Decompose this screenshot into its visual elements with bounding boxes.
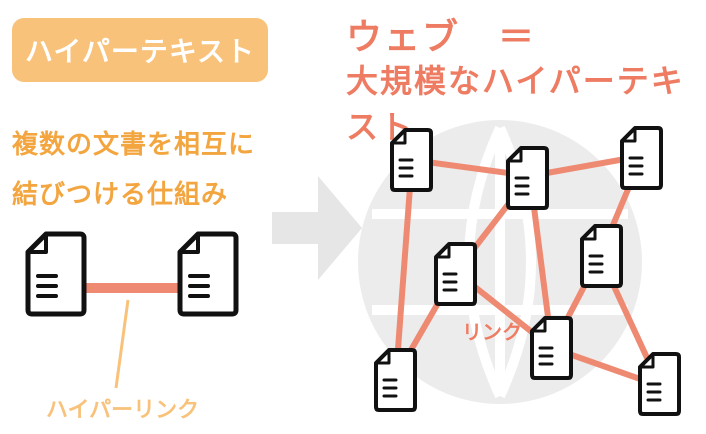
arrow-right-icon — [272, 176, 362, 280]
hyperlink-label: ハイパーリンク — [46, 398, 200, 423]
document-icon — [530, 316, 573, 380]
hypertext-badge: ハイパーテキスト — [12, 18, 268, 82]
document-icon — [506, 146, 549, 210]
web-title-line2: 大規模なハイパーテキスト — [346, 62, 685, 146]
document-icon — [180, 234, 236, 314]
document-icon — [638, 352, 681, 416]
document-icon — [390, 128, 433, 192]
link-label: リンク — [462, 320, 522, 344]
hypertext-badge-label: ハイパーテキスト — [24, 35, 256, 68]
hypertext-description-line1: 複数の文書を相互に — [12, 130, 256, 160]
document-icon — [580, 224, 623, 288]
hyperlink-pointer — [114, 299, 130, 389]
document-icon — [620, 126, 663, 190]
document-icon — [28, 234, 84, 314]
hypertext-description-line2: 結びつける仕組み — [12, 180, 229, 210]
web-title-line1: ウェブ ＝ — [346, 17, 537, 58]
document-icon — [434, 242, 477, 306]
document-icon — [374, 348, 417, 412]
